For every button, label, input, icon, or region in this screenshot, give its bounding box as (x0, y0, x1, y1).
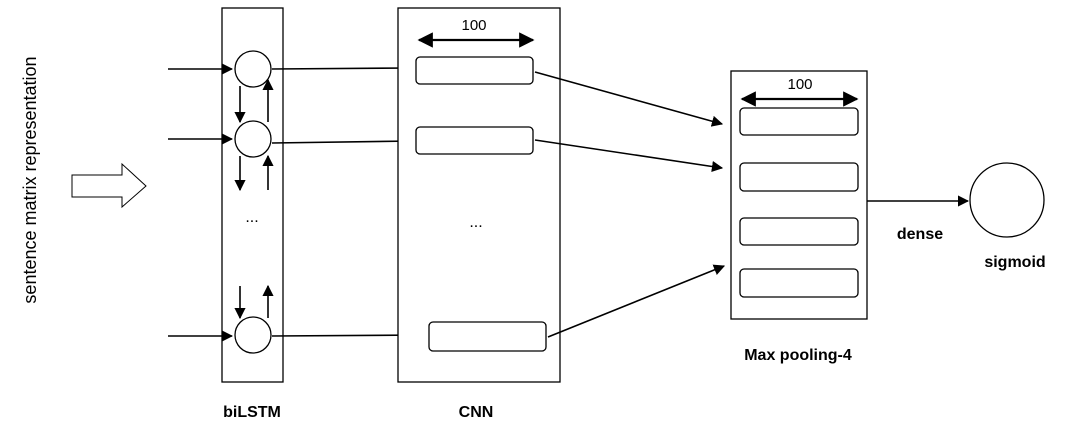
pool-feature-box-4 (739, 268, 859, 298)
cnn-feature-box-3 (428, 321, 547, 352)
lstm-node-2 (234, 120, 272, 158)
sigmoid-label: sigmoid (984, 254, 1045, 271)
pool-feature-box-3 (739, 217, 859, 246)
cnn-to-pool-arrow-2 (534, 139, 724, 173)
input-arrow-icon (71, 162, 147, 209)
input-label: sentence matrix representation (20, 56, 40, 303)
sigmoid-node (969, 162, 1045, 238)
cnn-to-pool-arrow-3 (547, 264, 726, 338)
lstm-node-3 (234, 316, 272, 354)
cnn-feature-box-1 (415, 56, 534, 85)
pool-dimension-label: 100 (787, 76, 812, 93)
pool-feature-box-1 (739, 107, 859, 136)
bilstm-label: biLSTM (223, 404, 281, 421)
cnn-dimension-label: 100 (461, 17, 486, 34)
cnn-ellipsis: ... (469, 214, 482, 231)
lstm-ellipsis: ... (245, 209, 258, 226)
cnn-label: CNN (459, 404, 494, 421)
pool-label: Max pooling-4 (744, 347, 852, 364)
lstm-node-1 (234, 50, 272, 88)
cnn-to-pool-arrow-1 (534, 71, 724, 127)
lstm-to-cnn-arrow-1 (271, 62, 416, 74)
lstm-to-cnn-arrow-2 (271, 135, 416, 147)
pool-feature-box-2 (739, 162, 859, 192)
dense-label: dense (897, 226, 943, 243)
cnn-feature-box-2 (415, 126, 534, 155)
